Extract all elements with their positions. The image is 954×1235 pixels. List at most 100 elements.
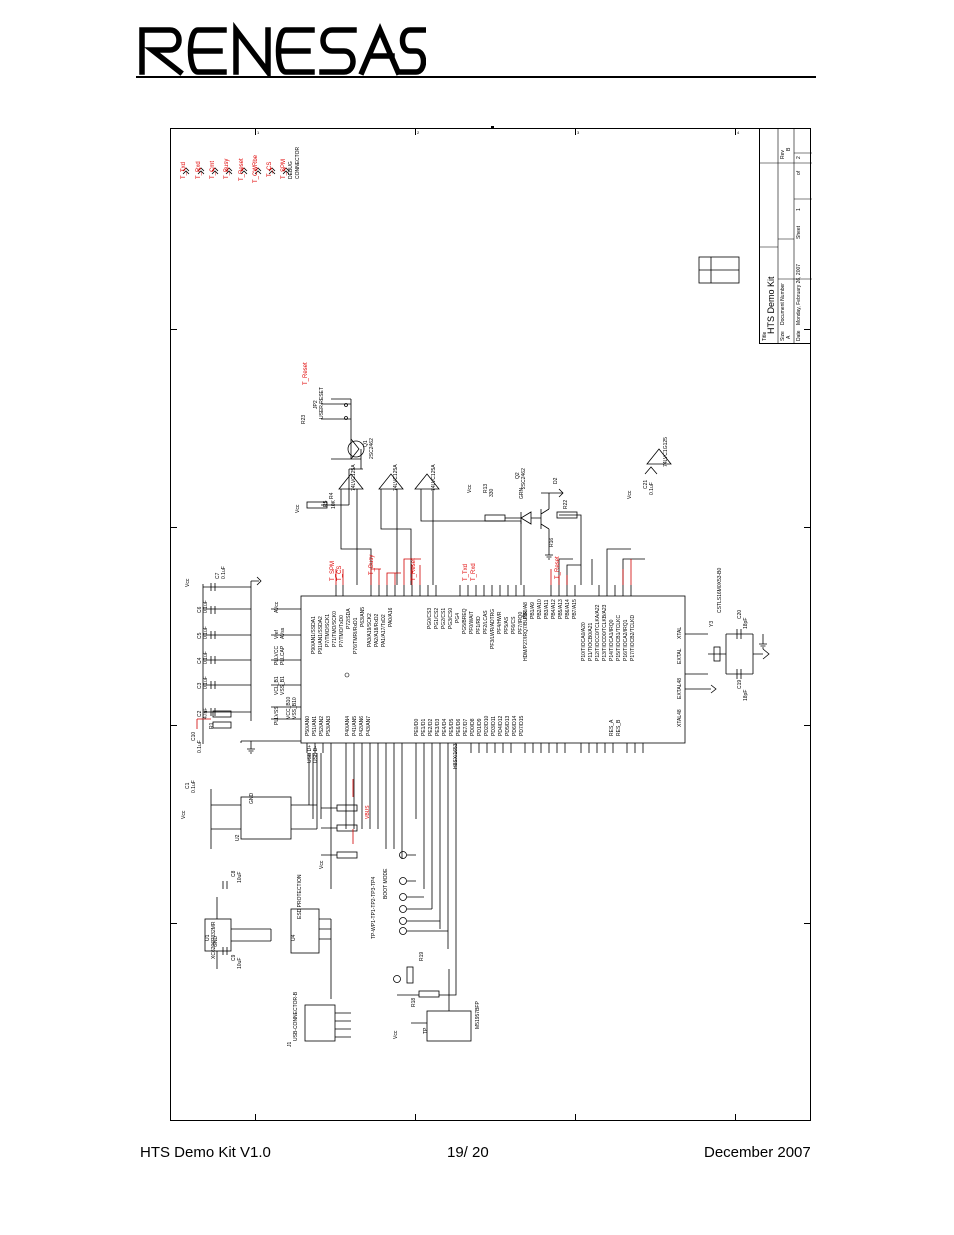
net-label: USB D-	[313, 746, 319, 763]
of-value: 2	[796, 156, 802, 159]
mcu-pin-label: P12/TIOCC0/TCLKA/A22	[595, 604, 601, 661]
mcu-pin-label: P13/TIOCD0/TCLKB/A23	[602, 604, 608, 661]
mcu-pin-label: PB4/A12	[551, 599, 557, 619]
grid-number: 4	[737, 130, 740, 135]
component-value: CSTLS16M0X53-B0	[717, 567, 723, 613]
net-label: GND	[213, 935, 219, 947]
mcu-pin-label: P63/AN5	[360, 606, 366, 627]
mcu-power-pin: PLLVSS	[274, 706, 280, 725]
mcu-pin-label: PG3/CS0	[448, 607, 454, 629]
component-ref: R4	[329, 492, 335, 499]
title-block: Title HTS Demo Kit Size A Document Numbe…	[759, 129, 812, 344]
grid-tick	[171, 725, 177, 726]
component-ref: TP	[423, 1027, 429, 1034]
mcu-bottom-pin: PE4/D4	[442, 718, 448, 736]
component-value: 47nF	[203, 707, 209, 719]
grid-tick	[491, 126, 494, 129]
header-rule	[136, 76, 816, 78]
title-block-grid	[760, 129, 812, 344]
mcu-pin-label: PG4	[455, 612, 461, 623]
mcu-pin-label: P15/TIOCB1/TCLKC	[616, 614, 622, 661]
mcu-bottom-pin: PD3/D11	[491, 716, 497, 736]
grid-tick	[575, 129, 576, 135]
grid-tick	[735, 129, 736, 135]
component-value: 18pF	[743, 617, 749, 629]
mcu-pin-label: P91/AN1/SSDA2	[318, 616, 324, 654]
footer-page-number: 19/ 20	[447, 1144, 489, 1161]
mcu-power-pin: AVcc	[274, 601, 280, 613]
component-ref: U4	[291, 934, 297, 941]
component-value: 330	[489, 488, 495, 497]
net-label: Vcc	[295, 504, 301, 513]
mcu-pin-label: P7/TMO/TxD0	[339, 615, 345, 647]
mcu-pin-label: P90/AN1/SSDA1	[311, 616, 317, 654]
mcu-pin-label: PB3/A11	[544, 599, 550, 619]
mcu-pin-label: P7/TMO/SCK1	[325, 613, 331, 647]
mcu-pin-label: P14/TIOCA1/IRQ0	[609, 619, 615, 661]
schematic-sheet: 1 2 3 4	[170, 126, 812, 1121]
rev-label: Rev	[780, 150, 786, 159]
mcu-bottom-pin: P53/AN3	[326, 715, 332, 736]
mcu-pin-label: PF4/HWR	[497, 611, 503, 635]
net-flag-label: T_Cmt	[210, 161, 216, 179]
component-ref: R16	[549, 537, 555, 547]
rev-value: B	[786, 147, 792, 151]
grid-tick	[804, 527, 810, 528]
grid-number: 2	[417, 130, 420, 135]
mcu-pin-label: PF2/LCAS	[483, 610, 489, 634]
mcu-bottom-pin: P52/AN2	[319, 715, 325, 736]
mcu-pin-label: P17/TIOCB2/TCLKD	[630, 614, 636, 661]
mcu-pin-label: PA3/A19/SCK2	[367, 613, 373, 647]
component-ref: Y3	[709, 620, 715, 627]
mcu-bottom-pin: P51/AN1	[312, 715, 318, 736]
xtal-pin: XTAL48	[677, 709, 683, 727]
component-ref: J1	[287, 1041, 293, 1047]
renesas-logo	[139, 22, 426, 78]
net-label: T_Busy	[369, 554, 375, 575]
component-value: 74LVC125A	[431, 464, 437, 491]
grid-tick	[575, 1114, 576, 1120]
grid-tick	[804, 725, 810, 726]
net-label: T_Rxd	[471, 563, 477, 581]
component-value: 2SC2462	[521, 468, 527, 489]
mcu-power-pin: VSS_B10	[292, 697, 298, 719]
mcu-pin-label: HDM/P27/IRQ7/BUSR	[523, 610, 529, 661]
mcu-bottom-pin: P42/AN6	[359, 715, 365, 736]
mcu-pin-label: P10/TIOCA0/A20	[581, 622, 587, 661]
component-value: 2SC2462	[369, 438, 375, 459]
schematic-title: HTS Demo Kit	[766, 276, 776, 334]
component-value: 10uF	[237, 871, 243, 883]
net-flag-label: T_Rxd	[196, 161, 202, 179]
net-flag-label: T_CWRbe	[253, 154, 259, 183]
date-value: Monday, February 26, 2007	[796, 263, 802, 325]
net-flag-label: T_Reset	[239, 158, 245, 181]
component-value: H8SX/1653	[453, 743, 459, 769]
connector-label: CONNECTOR	[295, 146, 301, 179]
net-label: Vcc	[467, 484, 473, 493]
sheet-value: 1	[796, 208, 802, 211]
mcu-pin-label: PG2/CS1	[441, 607, 447, 629]
component-ref: R23	[301, 414, 307, 424]
net-label: Vcc	[319, 860, 325, 869]
component-value: USER RESET	[319, 387, 325, 419]
component-value: 0.1uF	[221, 566, 227, 579]
component-value: M51957BFP	[475, 1001, 481, 1029]
mcu-bottom-pin: PD6/D14	[512, 715, 518, 736]
mcu-bottom-pin: PD7/D15	[519, 715, 525, 736]
net-label: Vcc	[181, 810, 187, 819]
mcu-pin-label: PF6/CS	[511, 616, 517, 634]
mcu-bottom-pin: PD0/D8	[470, 718, 476, 736]
component-value: 0.1uF	[203, 600, 209, 613]
net-label: Vcc	[185, 578, 191, 587]
document-number-label: Document Number	[780, 283, 786, 325]
mcu-bottom-pin: PE7/D7	[463, 718, 469, 736]
mcu-bottom-pin: P40/AN4	[345, 715, 351, 736]
component-value: 0.1uF	[191, 780, 197, 793]
component-ref: R5	[323, 500, 329, 507]
component-value: BOOT MODE	[383, 868, 389, 899]
mcu-bottom-pin: P41/AN5	[352, 715, 358, 736]
grid-tick	[171, 527, 177, 528]
net-flag-label: T_Txd	[181, 161, 187, 179]
component-value: 0.1uF	[203, 676, 209, 689]
mcu-bottom-pin: PE0/D0	[414, 718, 420, 736]
